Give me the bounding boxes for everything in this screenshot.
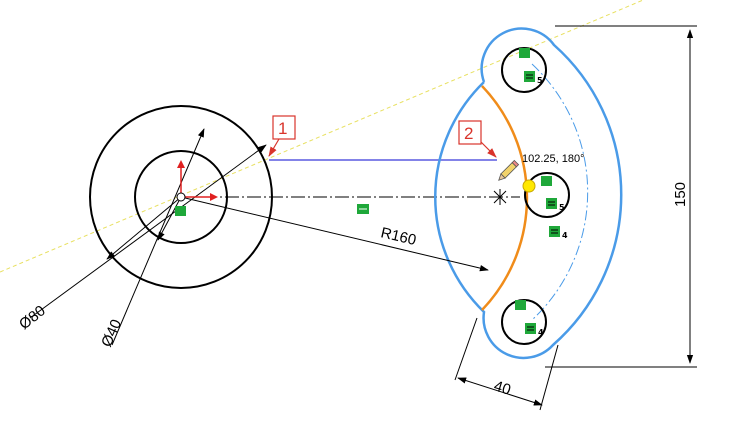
dim-line-slot-width[interactable] [457, 377, 543, 406]
relation-icon-top-equal[interactable]: 5 [524, 71, 543, 85]
slot-hole-middle[interactable] [524, 172, 570, 218]
ext-line-slot-right [539, 344, 559, 411]
selected-arc[interactable] [481, 85, 529, 311]
pencil-icon [498, 159, 520, 181]
relation-icon-centerline[interactable] [357, 204, 369, 214]
relation-icon-arc-equal[interactable]: 4 [549, 226, 568, 240]
dim-line-radius[interactable] [180, 196, 489, 272]
cursor-readout: 102.25, 180° [522, 153, 585, 165]
callout-1: 1 [268, 115, 296, 157]
dim-inner-diameter[interactable]: Ø40 [98, 317, 125, 350]
ext-line-slot-left [454, 317, 478, 381]
relation-mark-arc: 4 [562, 231, 568, 240]
relation-mark-top: 5 [537, 76, 543, 85]
origin-icon[interactable] [176, 160, 218, 202]
relation-icon-bottom-hole[interactable] [515, 300, 526, 310]
dim-height[interactable]: 150 [672, 182, 689, 207]
dim-line-inner-diameter-arrow2[interactable] [157, 196, 182, 241]
callout-2: 2 [458, 120, 497, 158]
relation-icon-top-hole[interactable] [519, 48, 530, 58]
relation-mark-middle: 5 [559, 203, 565, 212]
cursor-point [522, 179, 536, 193]
relation-icon-middle-equal[interactable]: 5 [546, 198, 565, 212]
dim-outer-diameter[interactable]: Ø80 [16, 302, 49, 333]
dim-line-outer-diameter-arrow2[interactable] [106, 196, 182, 260]
relation-icon-bottom-equal[interactable]: 4 [525, 323, 544, 337]
relation-icon-middle-hole[interactable] [541, 176, 552, 186]
relation-icon-origin[interactable] [175, 206, 186, 216]
dim-line-outer-diameter[interactable] [29, 144, 267, 319]
slot-outline[interactable] [434, 27, 623, 360]
dim-slot-width[interactable]: 40 [492, 378, 513, 399]
callout-1-label: 1 [278, 119, 287, 138]
slot-centerline-arc[interactable] [531, 63, 589, 321]
relation-mark-bottom: 4 [538, 328, 544, 337]
dim-line-inner-diameter[interactable] [111, 128, 205, 346]
callout-2-label: 2 [464, 124, 473, 143]
arc-center-point[interactable] [493, 189, 507, 205]
